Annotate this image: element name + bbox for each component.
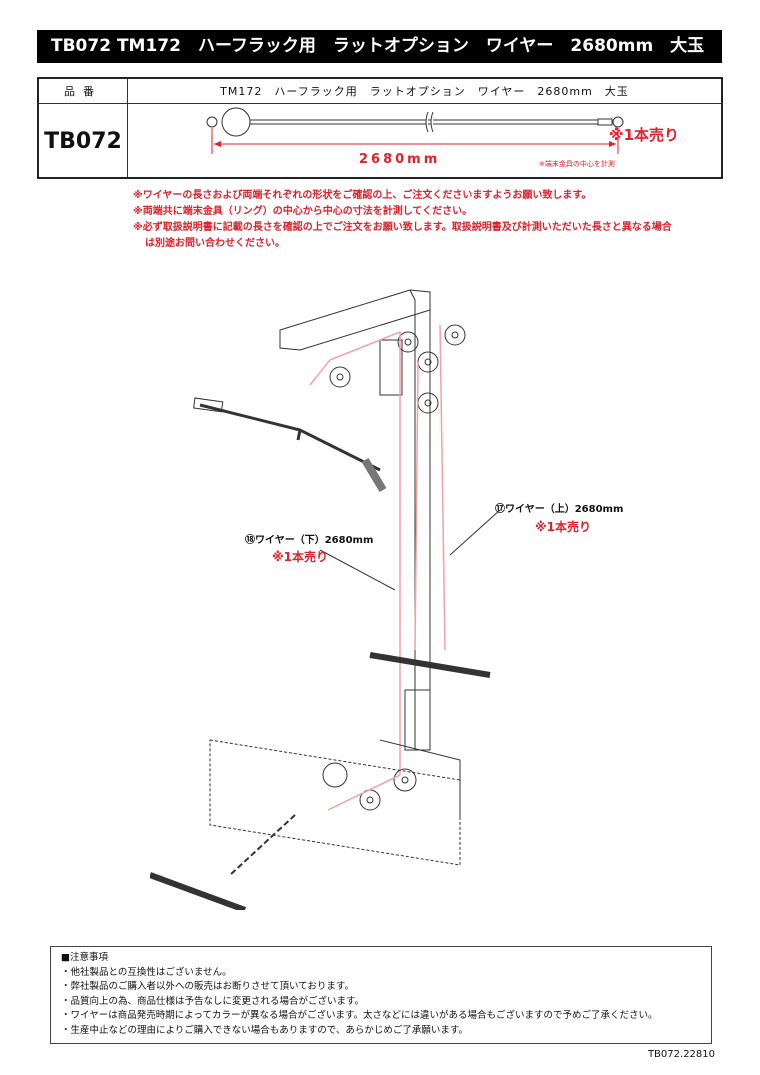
bracket xyxy=(379,339,403,396)
caution-item: ・ワイヤーは商品発売時期によってカラーが異なる場合がございます。太さなどには違い… xyxy=(61,1010,658,1022)
ball xyxy=(221,107,251,137)
order-notes: ※ワイヤーの長さおよび両端それぞれの形状をご確認の上、ご注文くださいますようお願… xyxy=(133,188,728,252)
loading-pin xyxy=(369,652,491,678)
upper-wire-note: ※1本売り xyxy=(535,520,592,534)
length-label: 2680mm xyxy=(359,152,441,167)
base-frame xyxy=(209,739,461,866)
caution-box: ■注意事項 ・他社製品との互換性はございません。 ・弊社製品のご購入者以外への販… xyxy=(50,946,712,1044)
leader-line xyxy=(449,509,501,556)
measure-note: ※端末金具の中心を計測 xyxy=(539,160,615,168)
product-code: TB072 xyxy=(39,104,128,177)
lat-grip xyxy=(361,457,387,493)
leader-line xyxy=(319,549,396,591)
ring-right xyxy=(612,116,624,128)
upper-wire-label: ⑰ワイヤー（上）2680mm xyxy=(495,504,624,515)
wires xyxy=(309,324,446,811)
ring-left xyxy=(206,116,218,128)
spec-table: 品番 TM172 ハーフラック用 ラットオプション ワイヤー 2680mm 大玉… xyxy=(37,77,723,179)
lat-grip xyxy=(193,397,224,413)
caution-item: ・他社製品との互換性はございません。 xyxy=(61,966,232,978)
top-crossbar xyxy=(279,289,431,351)
single-sale-note: ※1本売り xyxy=(609,126,680,144)
assembly-diagram xyxy=(150,289,501,910)
lower-wire-note: ※1本売り xyxy=(272,550,329,564)
order-note: ※ワイヤーの長さおよび両端それぞれの形状をご確認の上、ご注文くださいますようお願… xyxy=(133,190,592,201)
part-number-label: 品番 xyxy=(39,79,128,104)
lower-wire-label: ⑱ワイヤー（下）2680mm xyxy=(245,535,374,546)
lat-bar xyxy=(199,403,381,472)
caution-item: ・品質向上の為、商品仕様は予告なしに変更される場合がございます。 xyxy=(61,995,365,1007)
weight-stack xyxy=(404,689,431,751)
order-note: は別途お問い合わせください。 xyxy=(145,238,285,249)
caution-item: ・弊社製品のご購入者以外への販売はお断りさせて頂いております。 xyxy=(61,981,354,993)
base-frame xyxy=(379,739,461,820)
wire-illustration xyxy=(206,107,624,154)
row-handle xyxy=(150,872,247,910)
chain xyxy=(229,814,296,876)
document-code: TB072.22810 xyxy=(647,1049,715,1060)
caution-heading: ■注意事項 xyxy=(61,952,108,963)
order-note: ※必ず取扱説明書に記載の長さを確認の上でご注文をお願い致します。取扱説明書及び計… xyxy=(133,222,672,233)
document-title: TB072 TM172 ハーフラック用 ラットオプション ワイヤー 2680mm… xyxy=(37,30,722,63)
product-name: TM172 ハーフラック用 ラットオプション ワイヤー 2680mm 大玉 xyxy=(128,79,721,104)
order-note: ※両端共に端末金具（リング）の中心から中心の寸法を計測してください。 xyxy=(133,206,473,217)
pulleys xyxy=(322,324,466,811)
caution-item: ・生産中止などの理由によりご購入できない場合もありますので、あらかじめご了承願い… xyxy=(61,1024,468,1036)
